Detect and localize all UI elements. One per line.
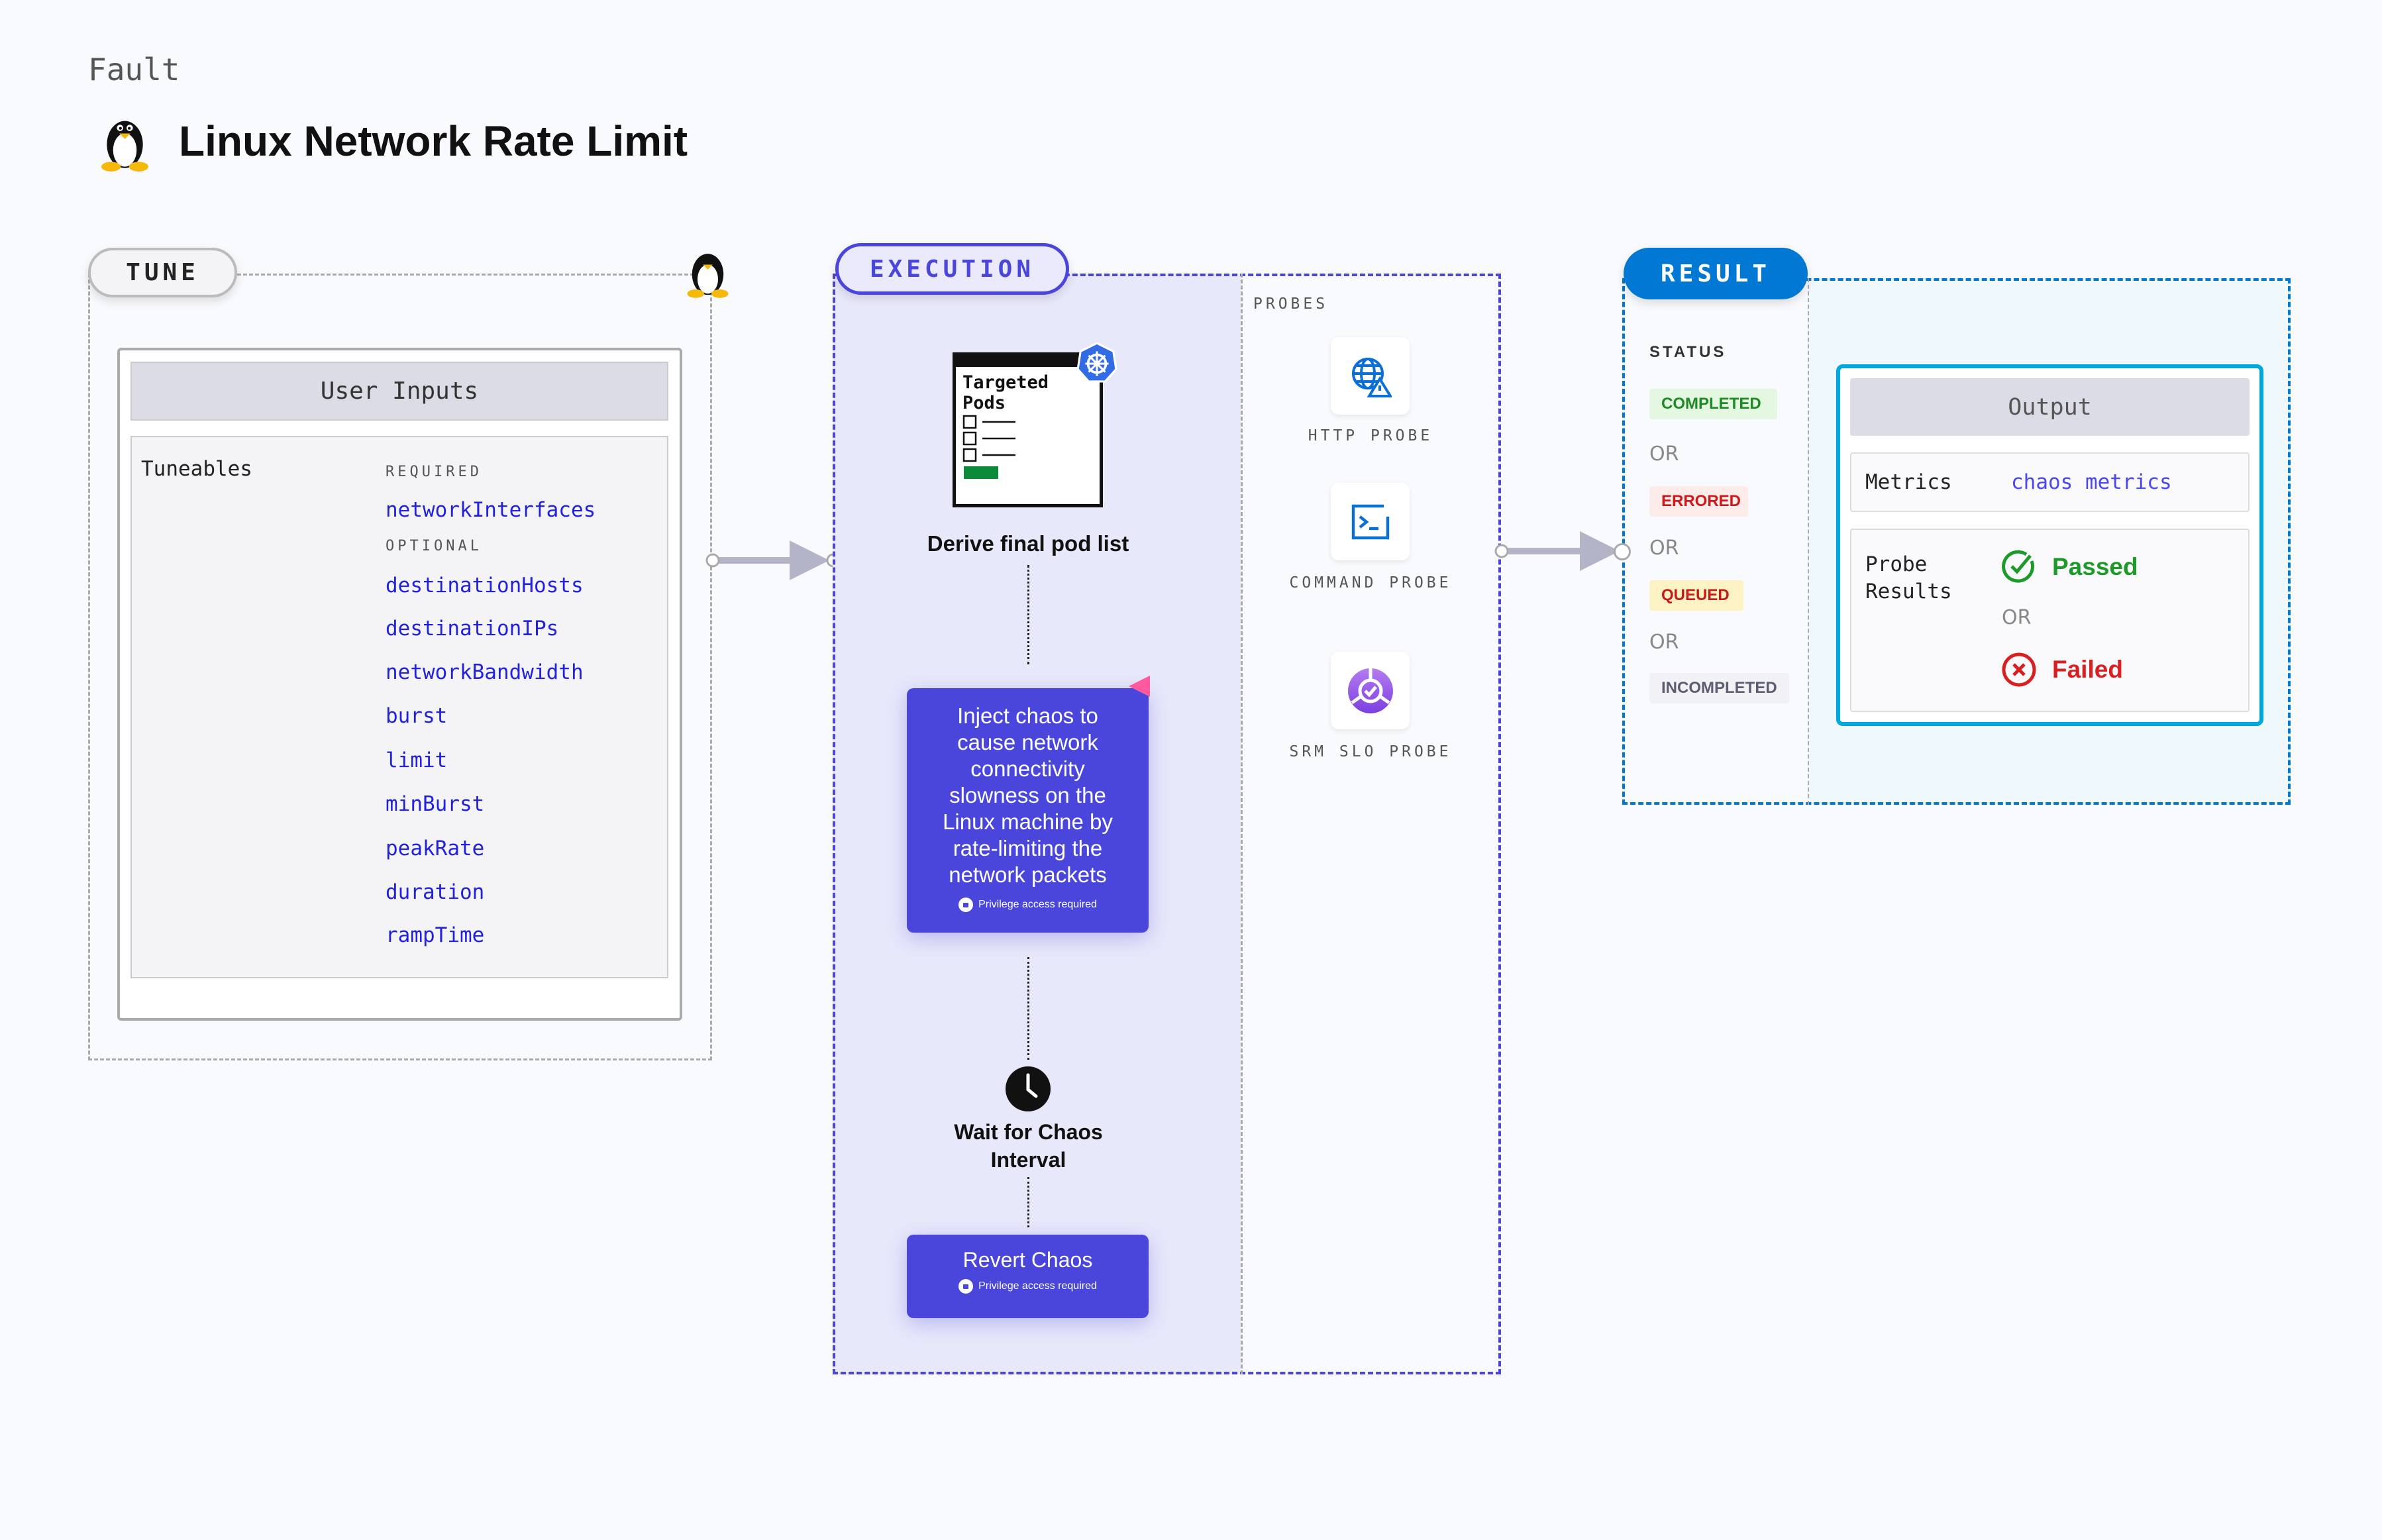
optional-label: OPTIONAL (386, 538, 482, 554)
srm-slo-probe-label: SRM SLO PROBE (1289, 743, 1452, 760)
flow-connector (1027, 565, 1029, 664)
tuneable-item: destinationHosts (386, 574, 584, 597)
output-header: Output (1850, 378, 2250, 436)
flow-arrow (1494, 531, 1620, 571)
status-badge-incompleted: INCOMPLETED (1649, 673, 1789, 703)
status-badge-queued: QUEUED (1649, 580, 1743, 611)
linux-penguin-icon (101, 121, 149, 172)
status-divider (1808, 278, 1809, 805)
tuneables-box (130, 436, 668, 978)
flow-connector (1027, 1177, 1029, 1227)
x-circle-icon (2002, 652, 2036, 687)
connector-dot (1614, 543, 1631, 560)
lock-icon (958, 898, 974, 912)
privilege-label: Privilege access required (978, 899, 1097, 910)
terminal-icon (1351, 504, 1389, 539)
status-badge-completed: COMPLETED (1649, 389, 1777, 419)
inject-chaos-text: Inject chaos to cause network connectivi… (943, 703, 1113, 887)
http-probe-label: HTTP PROBE (1308, 427, 1433, 444)
tuneable-item: minBurst (386, 792, 485, 816)
or-label: OR (1649, 631, 1679, 654)
tuneable-item: peakRate (386, 837, 485, 860)
tuneables-label: Tuneables (141, 457, 252, 481)
category-label: Fault (88, 52, 180, 87)
flow-arrow (705, 540, 841, 580)
kubernetes-icon (1076, 342, 1117, 383)
or-label: OR (1649, 442, 1679, 466)
passed-label: Passed (2052, 553, 2138, 580)
tuneable-item: limit (386, 748, 448, 772)
lock-icon (958, 1279, 974, 1294)
execution-label: EXECUTION (835, 243, 1069, 295)
tuneable-item: burst (386, 704, 448, 728)
inject-chaos-step[interactable]: Inject chaos to cause network connectivi… (907, 688, 1149, 933)
tune-section (88, 274, 712, 1060)
flow-connector (1027, 957, 1029, 1060)
command-probe-label: COMMAND PROBE (1289, 574, 1452, 591)
srm-slo-icon (1347, 668, 1393, 713)
linux-penguin-icon (687, 254, 729, 298)
or-label: OR (2002, 606, 2032, 629)
privilege-label: Privilege access required (978, 1280, 1097, 1292)
status-label: STATUS (1649, 343, 1727, 361)
tuneable-item: networkInterfaces (386, 498, 596, 522)
result-label: RESULT (1624, 248, 1808, 299)
probe-results-row (1850, 529, 2250, 712)
check-circle-icon (2002, 550, 2035, 583)
user-inputs-header: User Inputs (130, 362, 668, 421)
tuneable-item: destinationIPs (386, 617, 559, 641)
chaos-hub-icon (1129, 676, 1150, 697)
http-probe-card[interactable] (1331, 337, 1410, 415)
probes-label: PROBES (1253, 295, 1329, 313)
failed-label: Failed (2052, 656, 2123, 683)
pods-card-title: Targeted (962, 372, 1049, 393)
tuneable-item: rampTime (386, 923, 485, 947)
page-title: Linux Network Rate Limit (179, 117, 688, 165)
tuneable-item: networkBandwidth (386, 660, 584, 684)
metrics-label: Metrics (1865, 470, 1952, 494)
revert-chaos-step[interactable]: Revert Chaos Privilege access required (907, 1235, 1149, 1318)
tuneable-item: duration (386, 880, 485, 904)
result-section (1622, 278, 2291, 805)
metrics-row (1850, 452, 2250, 512)
clock-icon (1006, 1066, 1051, 1111)
tune-label: TUNE (88, 248, 237, 297)
command-probe-card[interactable] (1331, 483, 1410, 560)
probe-results-label: Probe Results (1865, 552, 1952, 603)
or-label: OR (1649, 537, 1679, 560)
status-badge-errored: ERRORED (1649, 486, 1748, 517)
revert-chaos-text: Revert Chaos (962, 1248, 1093, 1272)
chaos-metrics-link[interactable]: chaos metrics (2011, 470, 2172, 494)
pods-card-title: Pods (962, 393, 1006, 413)
required-label: REQUIRED (386, 464, 482, 480)
probes-divider (1241, 274, 1243, 1374)
execution-section (833, 274, 1501, 1374)
checklist-icon (962, 415, 1015, 479)
globe-warning-icon (1351, 357, 1392, 397)
wait-chaos-interval-label: Wait for Chaos Interval (954, 1120, 1103, 1172)
derive-pod-list-label: Derive final pod list (927, 531, 1129, 556)
srm-slo-probe-card[interactable] (1331, 652, 1410, 729)
